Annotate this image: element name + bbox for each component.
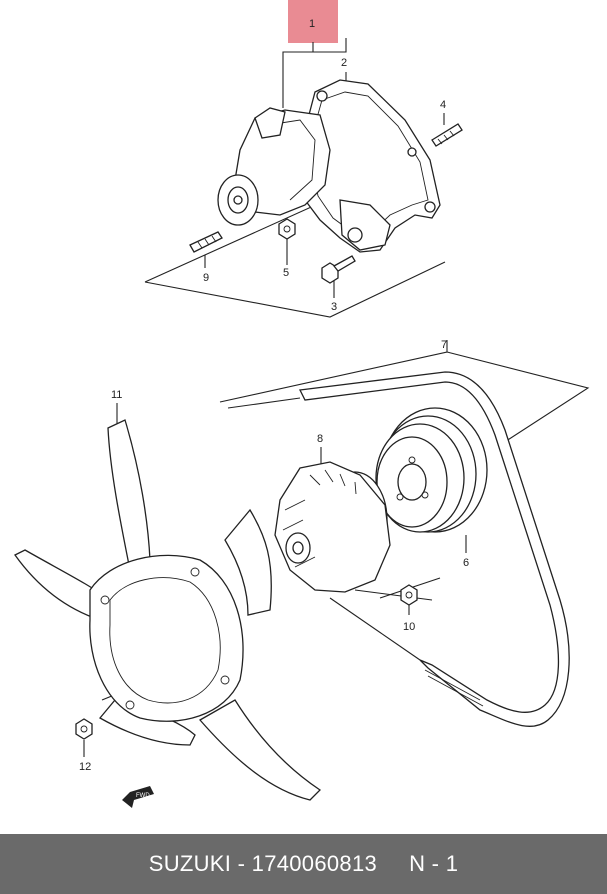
fan-clutch-8[interactable] <box>274 461 391 593</box>
nut-10[interactable] <box>400 584 418 606</box>
callout-3[interactable]: 3 <box>331 301 337 313</box>
stud-bolt-9[interactable] <box>189 231 223 253</box>
selected-part-highlight <box>288 0 338 43</box>
water-pump-assembly[interactable] <box>217 79 441 253</box>
callout-11[interactable]: 11 <box>111 389 122 401</box>
callout-7[interactable]: 7 <box>441 339 447 351</box>
nut-5[interactable] <box>278 218 296 240</box>
callout-4[interactable]: 4 <box>440 99 446 111</box>
front-direction-arrow-icon: FWD <box>122 786 154 808</box>
callout-10[interactable]: 10 <box>403 621 415 633</box>
callout-8[interactable]: 8 <box>317 433 323 445</box>
front-marker-label: FWD <box>136 793 150 799</box>
bolt-3[interactable] <box>321 255 356 284</box>
callout-1[interactable]: 1 <box>309 18 315 30</box>
brand-name: SUZUKI <box>148 851 232 876</box>
pulley-6[interactable] <box>375 407 488 533</box>
callout-2[interactable]: 2 <box>341 57 347 69</box>
callout-12[interactable]: 12 <box>79 761 91 773</box>
callout-9[interactable]: 9 <box>203 272 209 284</box>
footer-separator: - <box>231 851 252 876</box>
nut-12[interactable] <box>75 718 93 740</box>
part-number: 1740060813 <box>251 851 378 876</box>
exploded-parts-diagram: 1 2 3 4 5 6 7 8 9 10 11 12 <box>14 18 590 808</box>
diagram-position: N - 1 <box>409 851 459 876</box>
v-belt-7[interactable] <box>299 371 570 727</box>
cooling-fan-11[interactable] <box>14 419 322 801</box>
part-info-footer: SUZUKI - 1740060813 N - 1 <box>0 834 607 894</box>
stud-bolt-4[interactable] <box>431 123 463 147</box>
callout-5[interactable]: 5 <box>283 267 289 279</box>
callout-6[interactable]: 6 <box>463 557 469 569</box>
